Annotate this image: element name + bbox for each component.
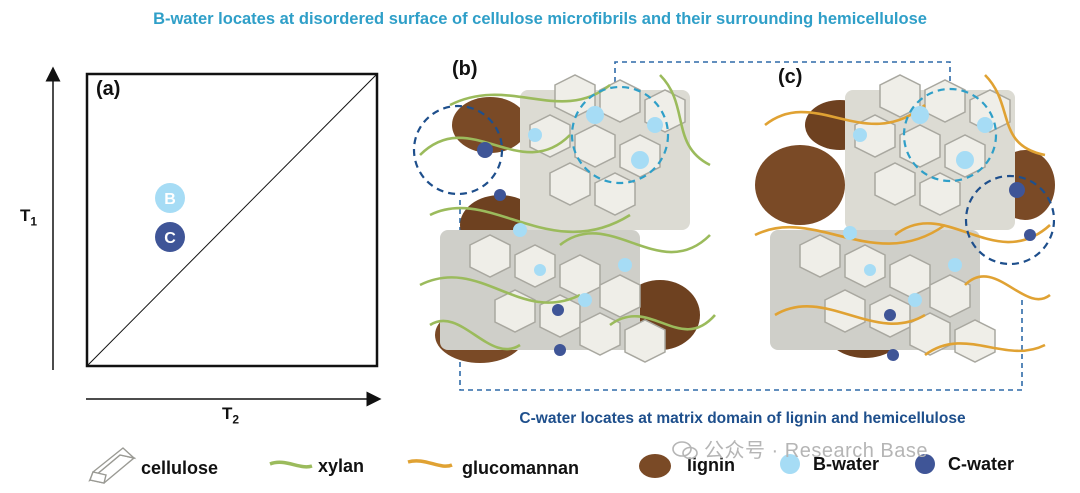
legend-glucomannan-label: glucomannan [462, 458, 580, 478]
c-water-highlight-circle [412, 104, 504, 196]
upper-dashed-connector [614, 61, 951, 100]
panel-c-label: (c) [778, 66, 803, 88]
b-water-highlight-circle-c [902, 87, 998, 183]
panel-a-label: (a) [96, 78, 121, 100]
b-water-droplets [513, 106, 663, 307]
legend-graphics [88, 447, 935, 484]
top-caption: B-water locates at disordered surface of… [153, 10, 927, 28]
cellulose-fibrils-c [770, 74, 1015, 363]
legend-cellulose-label: cellulose [141, 458, 219, 478]
c-water-marker: C [155, 222, 185, 252]
b-water-legend-icon [780, 454, 800, 474]
watermark-text: 公众号 · Research Base [704, 440, 929, 462]
cellulose-legend-icon [88, 447, 137, 484]
legend-c-water-label: C-water [948, 454, 1015, 474]
c-water-highlight-circle-c [964, 174, 1055, 266]
watermark: 公众号 · Research Base [672, 434, 928, 463]
b-water-marker: B [155, 183, 185, 213]
b-water-droplets-c [843, 106, 993, 307]
x-axis-label: T2 [222, 404, 240, 427]
c-water-droplets-c [884, 182, 1036, 361]
y-axis-label: T1 [20, 206, 38, 229]
xylan-legend-icon [269, 460, 313, 469]
wechat-icon [672, 440, 698, 460]
panel-b-label: (b) [452, 58, 478, 80]
panel-c-illustration [754, 74, 1055, 363]
glucomannan-legend-icon [407, 459, 453, 468]
legend-lignin-label: lignin [687, 455, 735, 475]
c-water-droplets [477, 142, 566, 356]
panel-a-plot: B C [45, 66, 382, 407]
diagonal-line [86, 73, 378, 367]
marker-c-label: C [164, 230, 176, 247]
bottom-caption: C-water locates at matrix domain of lign… [519, 410, 966, 427]
plot-frame [85, 72, 379, 368]
panel-b-illustration [412, 74, 716, 363]
legend-xylan-label: xylan [318, 456, 365, 476]
lignin-legend-icon [639, 454, 671, 478]
legend-b-water-label: B-water [813, 454, 880, 474]
c-water-legend-icon [915, 454, 935, 474]
b-water-highlight-circle [570, 85, 670, 185]
marker-b-label: B [164, 191, 176, 208]
